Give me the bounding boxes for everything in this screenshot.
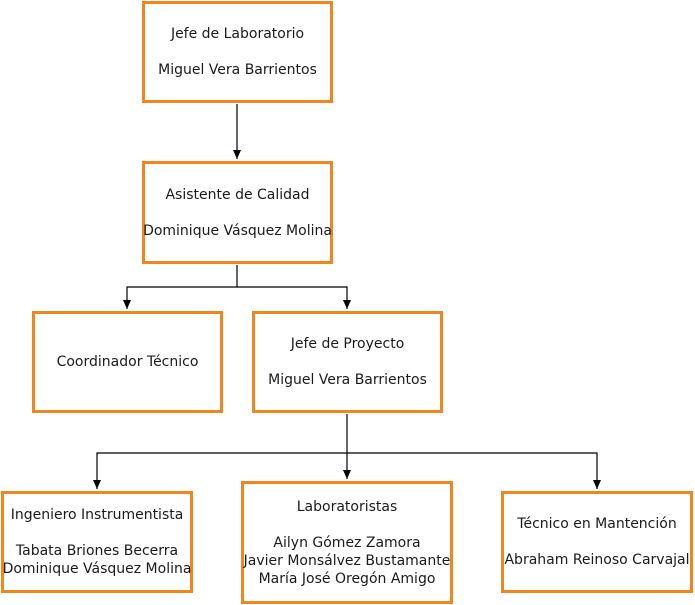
- connector-jefe-proyecto-to-tecnico: [347, 452, 601, 489]
- person-name: María José Oregón Amigo: [258, 570, 436, 587]
- node-laboratoristas[interactable]: Laboratoristas Ailyn Gómez Zamora Javier…: [241, 481, 453, 604]
- node-asistente-de-calidad[interactable]: Asistente de Calidad Dominique Vásquez M…: [142, 161, 333, 264]
- person-name: Dominique Vásquez Molina: [143, 222, 332, 239]
- node-coordinador-tecnico[interactable]: Coordinador Técnico: [32, 311, 223, 413]
- role-label: Ingeniero Instrumentista: [10, 507, 184, 523]
- connector-asistente-to-coordinador: [123, 265, 238, 309]
- person-name: Ailyn Gómez Zamora: [273, 534, 421, 551]
- role-label: Asistente de Calidad: [165, 186, 310, 203]
- person-name: Miguel Vera Barrientos: [158, 62, 317, 78]
- node-ingeniero-instrumentista[interactable]: Ingeniero Instrumentista Tabata Briones …: [1, 491, 193, 593]
- role-label: Laboratoristas: [296, 498, 398, 515]
- person-name: Abraham Reinoso Carvajal: [504, 552, 690, 568]
- node-jefe-de-laboratorio[interactable]: Jefe de Laboratorio Miguel Vera Barrient…: [142, 1, 333, 103]
- connector-jefe-proyecto-to-ingeniero: [93, 414, 348, 489]
- person-name: Dominique Vásquez Molina: [2, 561, 192, 577]
- role-label: Técnico en Mantención: [517, 516, 677, 532]
- person-name: Tabata Briones Becerra: [15, 543, 179, 559]
- node-tecnico-en-mantencion[interactable]: Técnico en Mantención Abraham Reinoso Ca…: [501, 491, 693, 593]
- role-label: Jefe de Proyecto: [290, 336, 405, 352]
- role-label: Jefe de Laboratorio: [170, 26, 305, 42]
- role-label: Coordinador Técnico: [56, 354, 199, 370]
- node-jefe-de-proyecto[interactable]: Jefe de Proyecto Miguel Vera Barrientos: [252, 311, 443, 413]
- person-name: Javier Monsálvez Bustamante: [243, 552, 451, 569]
- connector-asistente-to-jefe-proyecto: [237, 286, 351, 309]
- person-name: Miguel Vera Barrientos: [268, 372, 427, 388]
